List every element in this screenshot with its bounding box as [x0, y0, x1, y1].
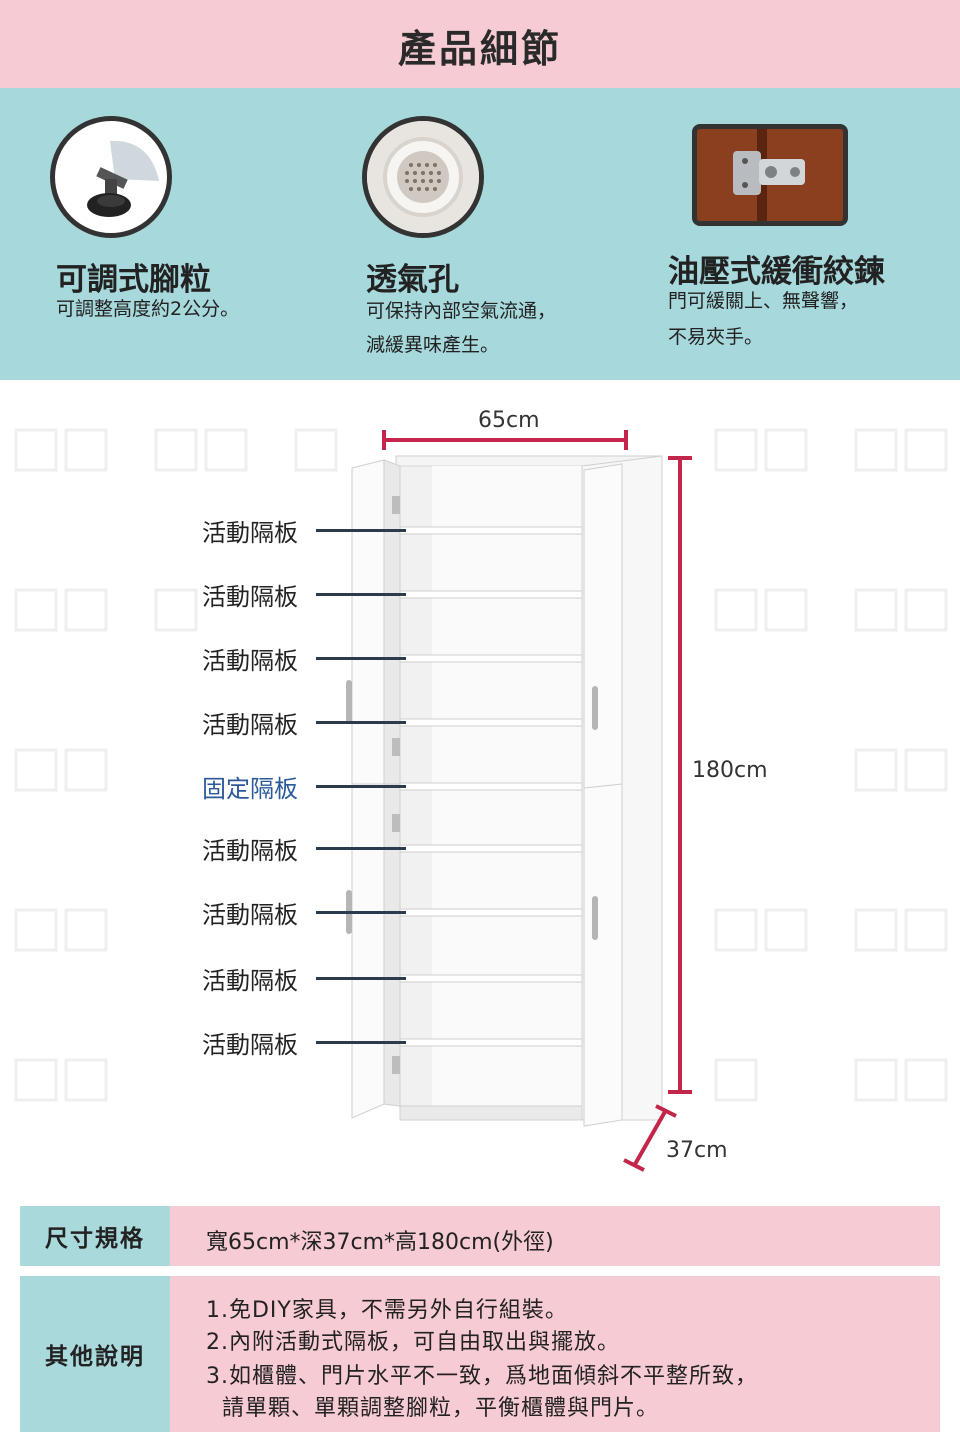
shelf-leader-line — [316, 657, 406, 660]
feature-desc-feet: 可調整高度約2公分。 — [56, 298, 240, 320]
depth-dimension-label: 37cm — [666, 1138, 728, 1163]
size-spec-row: 尺寸規格 寬65cm*深37cm*高180cm(外徑) — [20, 1206, 940, 1266]
movable-shelf-label: 活動隔板 — [202, 967, 298, 995]
feature-desc-hinge-2: 不易夾手。 — [668, 326, 764, 348]
width-dimension-label: 65cm — [478, 408, 540, 433]
note-line-3: 3.如櫃體、門片水平不一致，爲地面傾斜不平整所致， — [206, 1364, 758, 1389]
movable-shelf-label: 活動隔板 — [202, 837, 298, 865]
notes-cell: 1.免DIY家具，不需另外自行組裝。 2.內附活動式隔板，可自由取出與擺放。 3… — [170, 1276, 940, 1432]
page-title: 產品細節 — [397, 27, 562, 71]
movable-shelf-label: 活動隔板 — [202, 647, 298, 675]
shelf-board — [399, 718, 583, 727]
shelf-board — [399, 654, 583, 663]
feature-title-feet: 可調式腳粒 — [56, 262, 211, 298]
shelf-board — [399, 590, 583, 599]
shelf-board — [399, 844, 583, 853]
size-spec-cell: 寬65cm*深37cm*高180cm(外徑) — [170, 1206, 940, 1266]
shelf-board — [399, 974, 583, 983]
feature-title-vent: 透氣孔 — [366, 262, 459, 298]
shelf-leader-line — [316, 847, 406, 850]
vent-hole-image — [362, 116, 484, 238]
shelf-leader-line — [316, 977, 406, 980]
size-spec-value: 寬65cm*深37cm*高180cm(外徑) — [206, 1230, 554, 1255]
height-dimension-label: 180cm — [692, 758, 768, 783]
note-line-2: 2.內附活動式隔板，可自由取出與擺放。 — [206, 1330, 620, 1355]
shelf-board — [399, 1038, 583, 1047]
feature-desc-vent-1: 可保持內部空氣流通， — [366, 300, 557, 322]
fixed-shelf-label: 固定隔板 — [202, 775, 298, 803]
shelf-board — [399, 908, 583, 917]
shelf-leader-line — [316, 721, 406, 724]
movable-shelf-label: 活動隔板 — [202, 711, 298, 739]
notes-row: 其他說明 1.免DIY家具，不需另外自行組裝。 2.內附活動式隔板，可自由取出與… — [20, 1276, 940, 1432]
note-line-1: 1.免DIY家具，不需另外自行組裝。 — [206, 1298, 568, 1323]
shelf-board — [399, 782, 583, 791]
shelf-leader-line — [316, 785, 406, 788]
shelf-board — [399, 526, 583, 535]
note-line-4: 請單顆、單顆調整腳粒，平衡櫃體與門片。 — [206, 1396, 659, 1421]
size-spec-label: 尺寸規格 — [20, 1206, 170, 1266]
movable-shelf-label: 活動隔板 — [202, 583, 298, 611]
shelf-leader-line — [316, 1041, 406, 1044]
notes-label: 其他說明 — [20, 1276, 170, 1432]
shelf-leader-line — [316, 529, 406, 532]
watermark-pattern — [14, 400, 954, 1209]
feature-desc-hinge-1: 門可緩關上、無聲響， — [668, 290, 859, 312]
shelf-leader-line — [316, 593, 406, 596]
shelf-leader-line — [316, 911, 406, 914]
features-band: 可調式腳粒 可調整高度約2公分。 透氣孔 可保持內部空氣流通， 減緩異味產生。 — [0, 88, 960, 380]
header-band: 產品細節 — [0, 0, 960, 88]
hinge-image — [692, 124, 848, 226]
feature-title-hinge: 油壓式緩衝絞鍊 — [668, 254, 885, 290]
cabinet-illustration — [346, 430, 692, 1172]
movable-shelf-label: 活動隔板 — [202, 519, 298, 547]
adjustable-foot-image — [50, 116, 172, 238]
feature-desc-vent-2: 減緩異味產生。 — [366, 334, 500, 356]
cabinet-diagram: 65cm 180cm 37cm 活動隔板活動隔板活動隔板活動隔板固定隔板活動隔板… — [0, 380, 960, 1200]
movable-shelf-label: 活動隔板 — [202, 1031, 298, 1059]
movable-shelf-label: 活動隔板 — [202, 901, 298, 929]
